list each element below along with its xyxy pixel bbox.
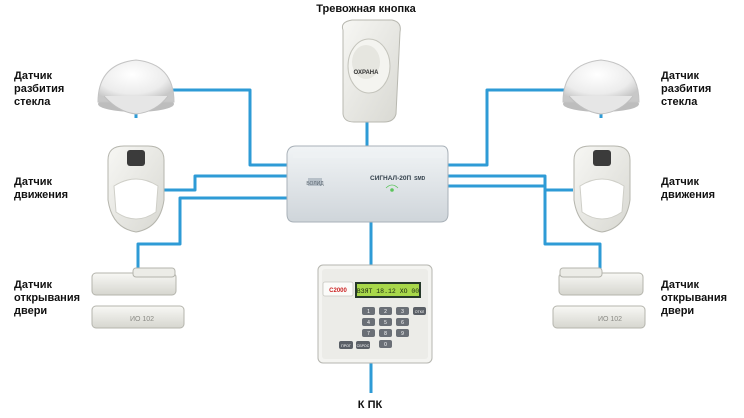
wire-door-right (446, 184, 602, 272)
keypad-key (379, 307, 392, 315)
keypad-device: С2000 ВЗЯТ 18.12 ХО 00 1 2 3 4 5 6 7 8 9 0 ПРОГ СБР… (317, 264, 433, 364)
keypad-keys: 1 2 3 4 5 6 7 8 9 0 ПРОГ СБРОС ОТКЛ (339, 307, 426, 349)
panic-logo: ОХРАНА (354, 70, 380, 76)
label-door-right: Датчик открывания двери (661, 279, 728, 317)
glass-break-sensor-left (97, 59, 175, 115)
keypad-key (379, 318, 392, 326)
panic-button-device: ОХРАНА (341, 19, 401, 123)
door-sensor-right: ИО 102 (552, 267, 646, 329)
door-mark-right: ИО 102 (598, 316, 622, 323)
keypad-logo: С2000 (329, 288, 347, 294)
keypad-key (379, 340, 392, 348)
label-motion-left: Датчик движения (14, 176, 69, 201)
motion-sensor-left (107, 145, 165, 233)
label-motion-right: Датчик движения (661, 176, 716, 201)
label-glass-right: Датчик разбития стекла (661, 70, 712, 108)
keypad-key-label: 8 (384, 331, 387, 337)
keypad-key-label: 7 (367, 331, 370, 337)
keypad-key-label: 0 (384, 342, 387, 348)
door-sensor-left: ИО 102 (91, 267, 185, 329)
keypad-key-label: ПРОГ (341, 344, 351, 348)
keypad-key (362, 329, 375, 337)
panel-brand-main: СИГНАЛ-20П (370, 175, 411, 182)
label-door-left: Датчик открывания двери (14, 279, 81, 317)
keypad-key-label: 3 (401, 309, 404, 315)
keypad-key (356, 341, 370, 349)
labels: Тревожная кнопка К ПК (316, 3, 416, 411)
wire-motion-right (446, 174, 573, 192)
door-mark-left: ИО 102 (130, 316, 154, 323)
keypad-key (339, 341, 353, 349)
motion-sensor-right (573, 145, 631, 233)
keypad-key (396, 318, 409, 326)
keypad-key-label: 6 (401, 320, 404, 326)
label-glass-left: Датчик разбития стекла (14, 70, 65, 108)
keypad-key (379, 329, 392, 337)
keypad-key-label: 4 (367, 320, 370, 326)
keypad-key (413, 307, 426, 315)
keypad-key (396, 307, 409, 315)
panel-led (390, 188, 394, 192)
keypad-key (396, 329, 409, 337)
label-pc: К ПК (358, 399, 383, 411)
panel-brand-suffix: SMD (414, 176, 426, 182)
keypad-display: ВЗЯТ 18.12 ХО 00 (357, 288, 420, 295)
keypad-key-label: 2 (384, 309, 387, 315)
keypad-key-label: 1 (367, 309, 370, 315)
panel-logo: БОЛИД (306, 181, 324, 187)
keypad-key (362, 307, 375, 315)
label-panic-button: Тревожная кнопка (316, 3, 416, 15)
keypad-key-label: ОТКЛ (415, 310, 425, 314)
glass-break-sensor-right (562, 59, 640, 115)
keypad-key-label: 9 (401, 331, 404, 337)
keypad-key (362, 318, 375, 326)
keypad-key-label: СБРОС (357, 344, 370, 348)
wire-motion-left (163, 174, 291, 192)
keypad-key-label: 5 (384, 320, 387, 326)
